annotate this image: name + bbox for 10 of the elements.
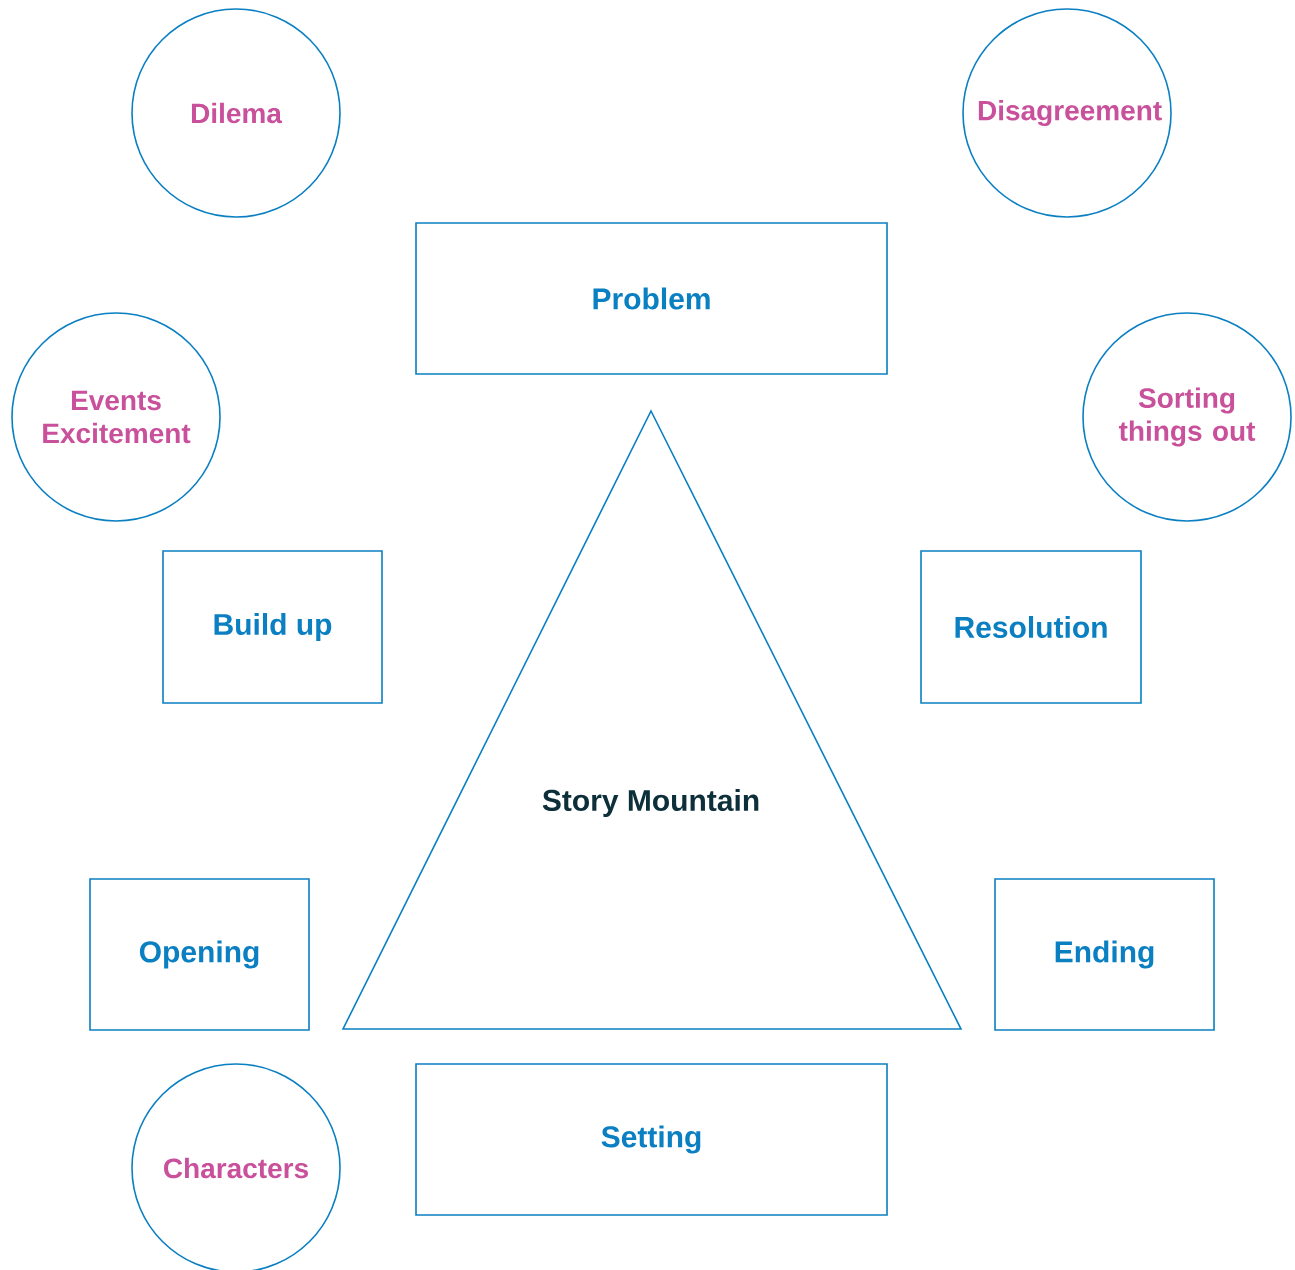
text-box: Opening: [89, 878, 310, 1031]
text-box: Ending: [994, 878, 1215, 1031]
text-box: Build up: [162, 550, 383, 704]
circle-node: Dilema: [131, 8, 341, 218]
circle-node: Events Excitement: [11, 312, 221, 522]
circle-node: Disagreement: [962, 8, 1172, 218]
circle-node: Sorting things out: [1082, 312, 1292, 522]
text-box: Problem: [415, 222, 888, 375]
text-box: Resolution: [920, 550, 1142, 704]
text-box: Setting: [415, 1063, 888, 1216]
